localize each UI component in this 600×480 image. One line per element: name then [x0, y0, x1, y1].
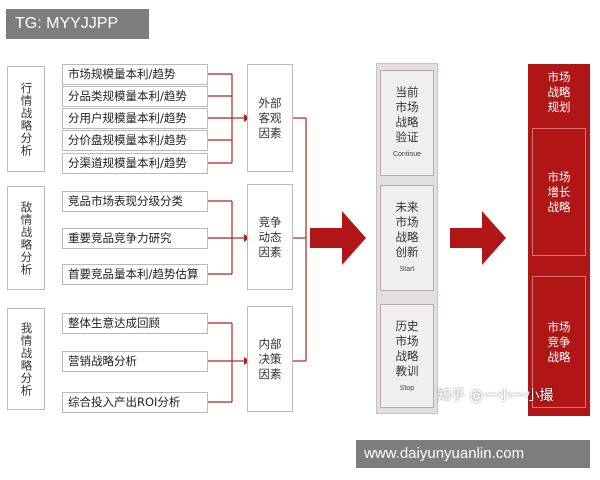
- factor-competitive: 竞争动态因素: [247, 184, 293, 290]
- item-market-scale: 市场规模量本利/趋势: [62, 64, 208, 85]
- arrow-to-verification: [310, 211, 366, 265]
- item-marketing-strategy: 营销战略分析: [62, 351, 208, 372]
- arrow-to-planning: [450, 211, 506, 265]
- category-market-analysis: 行情战略分析: [7, 66, 45, 172]
- item-roi-analysis: 综合投入产出ROI分析: [62, 392, 208, 413]
- item-channel-scale: 分渠道规模量本利/趋势: [62, 153, 208, 174]
- zhihu-watermark: 知乎 @一小一小撮: [437, 388, 554, 404]
- planning-title: 市场战略规划: [547, 70, 571, 114]
- planning-competition-strategy: 市场竞争战略: [532, 276, 586, 408]
- url-label: www.daiyunyuanlin.com: [356, 440, 590, 468]
- item-competitor-strength: 重要竞品竞争力研究: [62, 228, 208, 249]
- item-competitor-estimate: 首要竞品量本利/趋势估算: [62, 264, 208, 285]
- category-competitor-analysis: 敌情战略分析: [7, 186, 45, 290]
- verification-continue: 当前市场战略验证 Continue: [380, 70, 434, 176]
- verification-stop: 历史市场战略教训 Stop: [380, 304, 434, 408]
- item-user-scale: 分用户规模量本利/趋势: [62, 108, 208, 129]
- item-price-scale: 分价盘规模量本利/趋势: [62, 130, 208, 151]
- planning-growth-strategy: 市场增长战略: [532, 128, 586, 256]
- factor-external: 外部客观因素: [247, 64, 293, 172]
- item-business-review: 整体生意达成回顾: [62, 313, 208, 334]
- item-category-scale: 分品类规模量本利/趋势: [62, 86, 208, 107]
- tg-label: TG: MYYJJPP: [6, 9, 149, 39]
- category-self-analysis: 我情战略分析: [7, 308, 45, 410]
- verification-start: 未来市场战略创新 Start: [380, 185, 434, 291]
- factor-internal: 内部决策因素: [247, 306, 293, 412]
- item-competitor-tiers: 竞品市场表现分级分类: [62, 191, 208, 212]
